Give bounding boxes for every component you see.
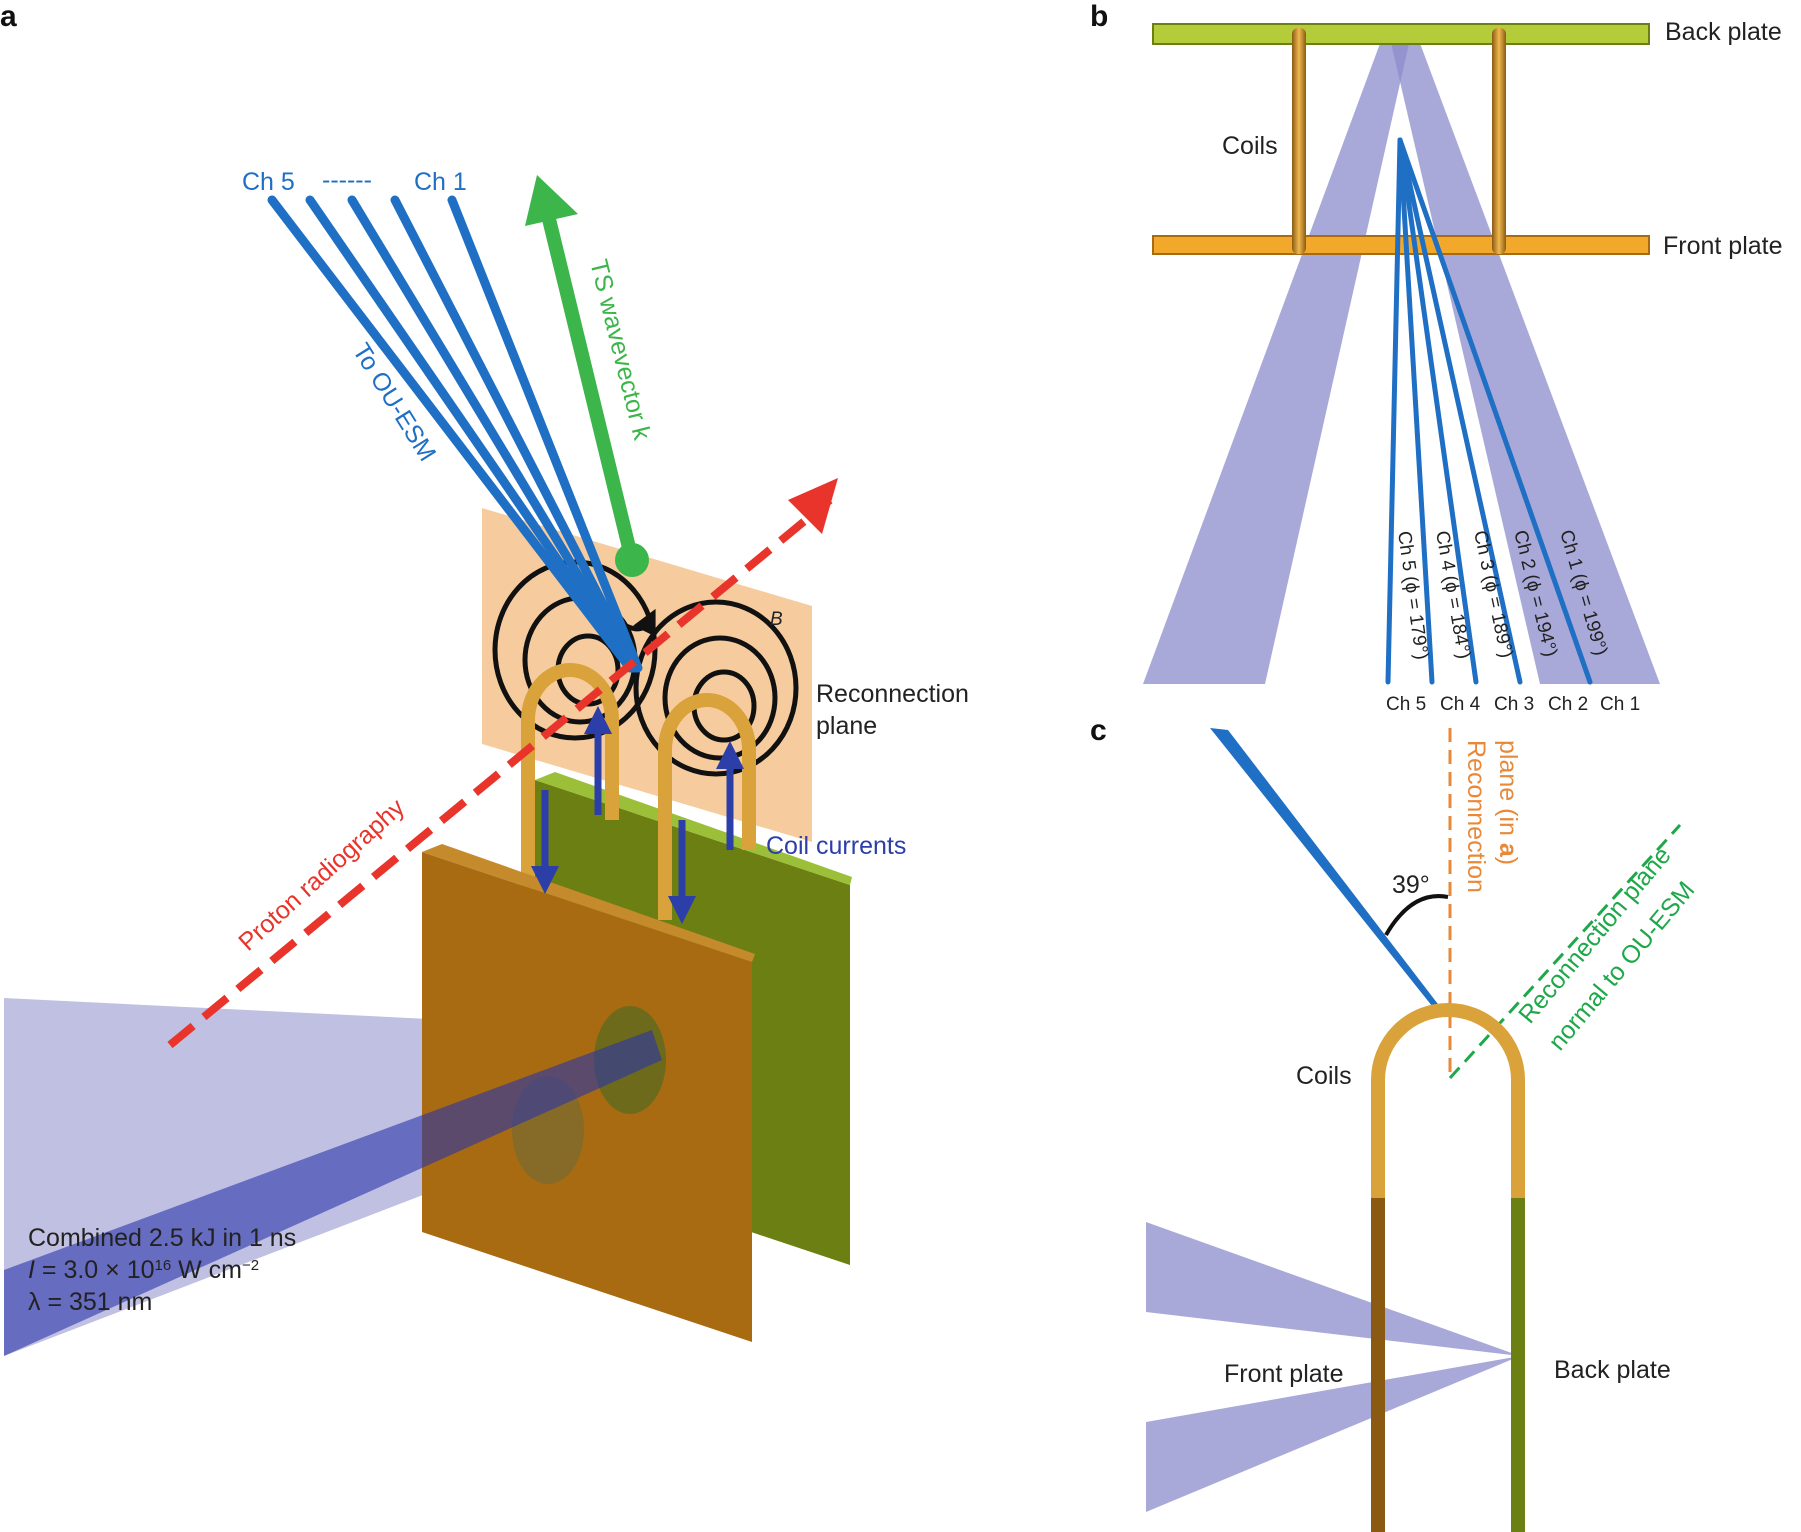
channel-ray-4: [1397, 137, 1435, 685]
coils-label-c: Coils: [1296, 1062, 1352, 1090]
panel-a-letter: a: [0, 0, 17, 33]
front-plate-a-top: [422, 844, 755, 962]
reconnection-label-c-bold: a: [1494, 843, 1522, 858]
normal-line-c: [1448, 823, 1682, 1080]
reconnection-label-c-prefix: plane (in: [1494, 740, 1522, 843]
back-plate-label-c: Back plate: [1554, 1356, 1671, 1384]
probe-beams-a: [267, 195, 643, 673]
probe-beam-c: [1210, 728, 1444, 1016]
laser-energy-label: Combined 2.5 kJ in 1 ns: [28, 1224, 296, 1252]
intensity-unit-exponent: −2: [242, 1257, 259, 1274]
laser-beam-left-b: [1143, 30, 1412, 684]
laser-beam-core: [4, 1030, 662, 1356]
panel-c: c 39° Reconnection plane (in a) Reconnec…: [1090, 714, 1700, 1532]
intensity-symbol: I: [28, 1256, 35, 1284]
proton-radiography-head: [788, 478, 838, 534]
channel-ray-1: [1397, 137, 1593, 685]
intensity-exponent: 16: [155, 1257, 172, 1274]
front-plate-b: [1152, 235, 1650, 255]
channel-label-b-4: Ch 4: [1440, 694, 1481, 715]
back-plate-b: [1152, 23, 1650, 45]
panel-b-letter: b: [1090, 0, 1108, 33]
channel-label-b-5: Ch 5: [1386, 694, 1426, 715]
channel-label-b-2: Ch 2: [1548, 694, 1588, 715]
laser-intensity-label: I = 3.0 × 1016 W cm−2: [28, 1256, 259, 1284]
channel-labels-b: Ch 5 Ch 4 Ch 3 Ch 2 Ch 1: [1386, 694, 1640, 715]
reconnection-plane-label-2: plane: [816, 712, 877, 740]
ts-scattering-volume: [615, 543, 649, 577]
laser-beam-lower-c: [1146, 1356, 1520, 1512]
reconnection-plane-label-c-2: plane (in a): [1494, 740, 1522, 865]
panel-b: b Ch 5 (ϕ = 179°)Ch 4 (ϕ = 184°)Ch 3 (ϕ …: [1090, 0, 1783, 715]
ts-wavevector-arrow: [541, 213, 639, 562]
coil-arch-c: [1371, 1003, 1525, 1532]
channel-angle-label-4: Ch 4 (ϕ = 184°): [1431, 529, 1474, 660]
coil-current-arrows: [531, 706, 744, 924]
ts-wavevector-head: [525, 175, 578, 226]
front-plate-label-c: Front plate: [1224, 1360, 1344, 1388]
front-plate-label-b: Front plate: [1663, 232, 1783, 260]
front-plate-a: [422, 852, 752, 1342]
channel-label-ch5: Ch 5: [242, 168, 295, 196]
channel-ray-2: [1397, 137, 1523, 685]
channel-label-ch1: Ch 1: [414, 168, 467, 196]
angle-label: 39°: [1392, 871, 1430, 899]
angle-arc: [1384, 894, 1449, 937]
laser-beam-right-b: [1388, 30, 1660, 684]
coil-right-a: [658, 693, 756, 920]
coils-label-b: Coils: [1222, 132, 1278, 160]
channel-ray-5: [1385, 137, 1403, 685]
channel-label-b-1: Ch 1: [1600, 694, 1640, 715]
channel-ray-3: [1397, 137, 1479, 685]
reconnection-plane-label-1: Reconnection: [816, 680, 969, 708]
panel-c-letter: c: [1090, 714, 1107, 747]
intensity-value: = 3.0 × 10: [35, 1256, 155, 1284]
coil-currents-label: Coil currents: [766, 832, 906, 860]
back-plate-label-b: Back plate: [1665, 18, 1782, 46]
laser-wavelength-label: λ = 351 nm: [28, 1288, 152, 1316]
coil-right-b: [1492, 28, 1506, 254]
b-field-label: B: [770, 609, 783, 630]
coil-left-a: [521, 663, 619, 890]
laser-beam-upper-c: [1146, 1222, 1520, 1356]
channel-rays-b: [1385, 137, 1593, 685]
reconnection-plane-label-c-1: Reconnection: [1462, 740, 1490, 893]
channel-label-dash: ------: [322, 166, 372, 194]
coil-left-b: [1292, 28, 1306, 254]
reconnection-label-c-suffix: ): [1494, 857, 1522, 865]
proton-radiography-path: [167, 496, 833, 1049]
intensity-unit: W cm: [171, 1256, 242, 1284]
proton-radiography-label: Proton radiography: [233, 793, 410, 956]
channel-label-b-3: Ch 3: [1494, 694, 1534, 715]
panel-a: a: [0, 0, 969, 1356]
